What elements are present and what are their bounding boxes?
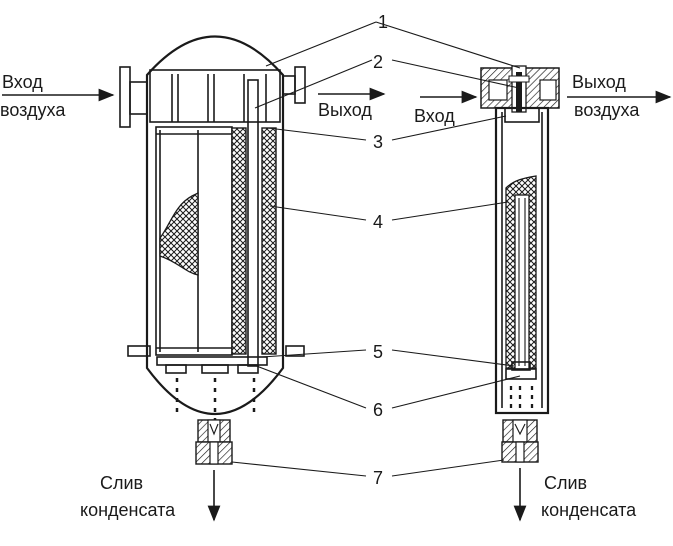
left-outlet-flange: [294, 66, 306, 104]
left-inlet-pipe: [129, 81, 148, 115]
callout-6: 6: [373, 400, 383, 420]
left-inlet-label-1: Вход: [2, 72, 43, 92]
left-bottom-plate: [156, 356, 268, 366]
left-inlet-label-2: воздуха: [0, 100, 66, 120]
left-inlet-flange: [119, 66, 131, 128]
right-center-tube: [514, 194, 530, 370]
callout-2: 2: [373, 52, 383, 72]
right-inlet-label: Вход: [414, 106, 455, 126]
left-center-tube: [247, 79, 259, 367]
right-drain-label-1: Слив: [544, 473, 587, 493]
left-housing: [145, 35, 285, 415]
left-outer-sleeve: [261, 127, 277, 355]
right-drain-label-2: конденсата: [541, 500, 637, 520]
callout-7: 7: [373, 468, 383, 488]
left-filter-element: [231, 127, 247, 355]
left-head-chamber: [149, 69, 281, 123]
callout-3: 3: [373, 132, 383, 152]
callout-4: 4: [373, 212, 383, 232]
left-outlet-label: Выход: [318, 100, 372, 120]
left-support-ring: [127, 345, 151, 357]
callout-5: 5: [373, 342, 383, 362]
left-cutaway-section: [159, 191, 199, 276]
right-drain-valve: [501, 419, 539, 463]
right-filter: Вход Выход воздуха Слив конденсата: [414, 65, 672, 522]
left-filter: Вход воздуха Выход Слив конденсата: [0, 35, 386, 522]
callout-1: 1: [378, 12, 388, 32]
right-bottom-cap: [505, 368, 537, 380]
right-outlet-label-1: Выход: [572, 72, 626, 92]
callout-leaders: [231, 21, 521, 477]
left-drain-label-2: конденсата: [80, 500, 176, 520]
left-drain-valve: [195, 419, 233, 465]
left-outlet-pipe: [282, 75, 296, 95]
right-outlet-label-2: воздуха: [574, 100, 640, 120]
left-drain-label-1: Слив: [100, 473, 143, 493]
